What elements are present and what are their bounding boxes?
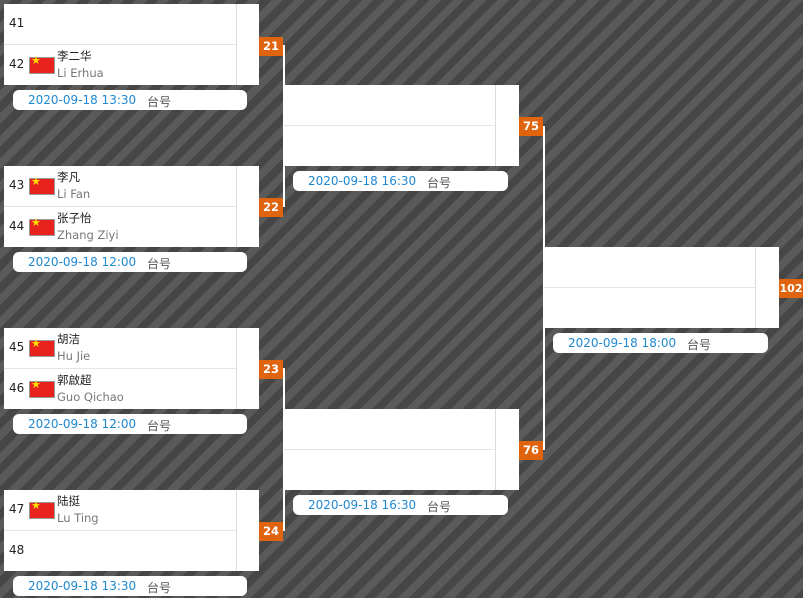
player-slot[interactable]	[284, 126, 496, 166]
seed-number: 46	[9, 381, 25, 395]
match-time: 2020-09-18 12:00	[28, 417, 137, 431]
china-flag-icon: ★	[29, 379, 55, 398]
match-box-21: 41 42 ★ 李二华 Li Erhua	[4, 4, 259, 85]
player-slot[interactable]	[544, 247, 756, 288]
table-label: 台号	[147, 581, 172, 595]
player-slot[interactable]	[284, 85, 496, 126]
seed-number: 43	[9, 178, 25, 192]
match-box-75	[284, 85, 519, 166]
match-info: 2020-09-18 12:00 台号	[13, 252, 247, 272]
china-flag-icon: ★	[29, 55, 55, 74]
player-name-en: Lu Ting	[57, 511, 99, 525]
match-time: 2020-09-18 13:30	[28, 93, 137, 107]
player-name-cn: 郭啟超	[57, 373, 92, 387]
table-label: 台号	[687, 338, 712, 352]
china-flag-icon: ★	[29, 176, 55, 195]
match-info: 2020-09-18 16:30 台号	[293, 495, 508, 515]
seed-number: 44	[9, 219, 25, 233]
player-slot[interactable]: 48	[4, 531, 237, 571]
seed-number: 48	[9, 543, 25, 557]
player-name-en: Zhang Ziyi	[57, 228, 119, 242]
match-time: 2020-09-18 12:00	[28, 255, 137, 269]
player-slot[interactable]: 41	[4, 4, 237, 45]
match-time: 2020-09-18 18:00	[568, 336, 677, 350]
seed-number: 41	[9, 16, 25, 30]
match-number-badge[interactable]: 76	[519, 441, 543, 460]
match-info: 2020-09-18 16:30 台号	[293, 171, 508, 191]
table-label: 台号	[427, 176, 452, 190]
match-number-badge[interactable]: 102	[779, 279, 803, 298]
match-box-102	[544, 247, 779, 328]
player-slot[interactable]: 46 ★ 郭啟超 Guo Qichao	[4, 369, 237, 409]
player-name-cn: 陆挺	[57, 494, 80, 508]
player-slot[interactable]: 45 ★ 胡洁 Hu Jie	[4, 328, 237, 369]
player-slot[interactable]	[284, 450, 496, 490]
seed-number: 47	[9, 502, 25, 516]
match-box-76	[284, 409, 519, 490]
player-name-cn: 张子怡	[57, 211, 92, 225]
match-time: 2020-09-18 13:30	[28, 579, 137, 593]
china-flag-icon: ★	[29, 217, 55, 236]
match-number-badge[interactable]: 75	[519, 117, 543, 136]
match-info: 2020-09-18 13:30 台号	[13, 90, 247, 110]
match-number-badge[interactable]: 23	[259, 360, 283, 379]
match-time: 2020-09-18 16:30	[308, 498, 417, 512]
player-name-en: Li Erhua	[57, 66, 104, 80]
seed-number: 42	[9, 57, 25, 71]
china-flag-icon: ★	[29, 500, 55, 519]
table-label: 台号	[427, 500, 452, 514]
match-number-badge[interactable]: 22	[259, 198, 283, 217]
table-label: 台号	[147, 95, 172, 109]
player-slot[interactable]	[284, 409, 496, 450]
match-box-24: 47 ★ 陆挺 Lu Ting 48	[4, 490, 259, 571]
match-info: 2020-09-18 13:30 台号	[13, 576, 247, 596]
match-box-22: 43 ★ 李凡 Li Fan 44 ★ 张子怡 Zhang Ziyi	[4, 166, 259, 247]
player-name-en: Li Fan	[57, 187, 91, 201]
player-slot[interactable]: 43 ★ 李凡 Li Fan	[4, 166, 237, 207]
table-label: 台号	[147, 257, 172, 271]
seed-number: 45	[9, 340, 25, 354]
player-slot[interactable]: 44 ★ 张子怡 Zhang Ziyi	[4, 207, 237, 247]
player-name-cn: 李二华	[57, 49, 92, 63]
match-number-badge[interactable]: 24	[259, 522, 283, 541]
china-flag-icon: ★	[29, 338, 55, 357]
player-slot[interactable]	[544, 288, 756, 328]
match-time: 2020-09-18 16:30	[308, 174, 417, 188]
table-label: 台号	[147, 419, 172, 433]
match-box-23: 45 ★ 胡洁 Hu Jie 46 ★ 郭啟超 Guo Qichao	[4, 328, 259, 409]
player-slot[interactable]: 42 ★ 李二华 Li Erhua	[4, 45, 237, 85]
player-name-cn: 李凡	[57, 170, 80, 184]
player-name-en: Hu Jie	[57, 349, 91, 363]
player-name-cn: 胡洁	[57, 332, 80, 346]
match-info: 2020-09-18 12:00 台号	[13, 414, 247, 434]
match-number-badge[interactable]: 21	[259, 37, 283, 56]
player-slot[interactable]: 47 ★ 陆挺 Lu Ting	[4, 490, 237, 531]
player-name-en: Guo Qichao	[57, 390, 124, 404]
match-info: 2020-09-18 18:00 台号	[553, 333, 768, 353]
